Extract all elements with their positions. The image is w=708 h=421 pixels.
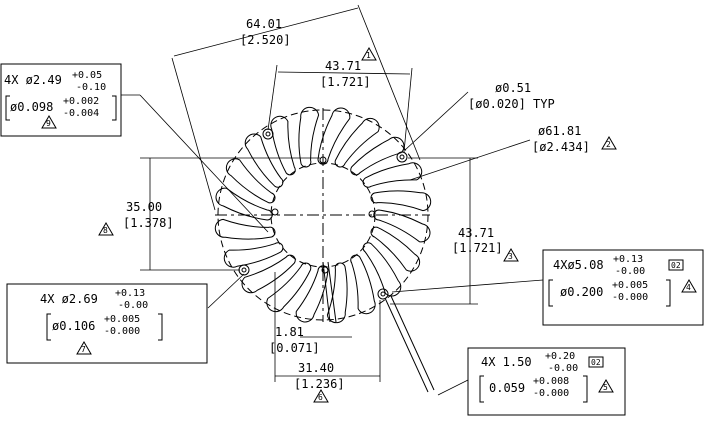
- winding-loop: [223, 242, 284, 268]
- note-tag: 6: [318, 393, 323, 402]
- winding-loop: [295, 265, 329, 323]
- dimension-pin-diameter: ø0.51 [ø0.020] TYP: [468, 81, 555, 111]
- dim-value: 35.00: [126, 200, 162, 214]
- dim-value: 64.01: [246, 17, 282, 31]
- dimension-43-71-right: 43.71 [1.721] 3: [452, 226, 519, 262]
- callout-line2: ø0.106: [52, 319, 95, 333]
- tol-lower: -0.00: [615, 266, 645, 277]
- dimension-31-40: 31.40 [1.236] 6: [294, 361, 345, 403]
- winding-loop: [334, 117, 380, 168]
- tol-upper: +0.20: [545, 351, 575, 362]
- note-tag: 5: [603, 383, 608, 392]
- tol-upper: +0.005: [104, 314, 140, 325]
- winding-loop: [326, 262, 348, 324]
- callout-5: 4X 1.50 +0.20 -0.00 02 0.059 +0.008 -0.0…: [467, 347, 626, 416]
- tol-upper: +0.13: [115, 288, 145, 299]
- winding-loop: [350, 136, 405, 176]
- callout-line2: 0.059: [489, 381, 525, 395]
- note-tag: 2: [606, 140, 611, 149]
- winding-loop: [362, 242, 402, 297]
- tol-upper: +0.008: [533, 376, 569, 387]
- callout-line1: 4Xø5.08: [553, 258, 604, 272]
- dimension-64-01: 64.01 [2.520] 1: [240, 17, 377, 61]
- tol-upper: +0.002: [63, 96, 99, 107]
- dim-value-inch: [1.378]: [123, 216, 174, 230]
- callout-line2: ø0.098: [10, 100, 53, 114]
- note-tag: 3: [508, 252, 513, 261]
- ref-box: 02: [591, 358, 601, 367]
- callout-line1: 4X ø2.49: [4, 73, 62, 87]
- dim-value-inch: [2.520]: [240, 33, 291, 47]
- pin-bottom-left: [238, 264, 250, 276]
- winding-loop: [350, 254, 376, 315]
- tol-lower: -0.004: [63, 108, 99, 119]
- dim-value-inch: [ø2.434]: [532, 140, 590, 154]
- dim-value-inch: [0.071]: [269, 341, 320, 355]
- toroid-core: [214, 106, 432, 324]
- winding-loop: [373, 209, 431, 243]
- callout-line2: ø0.200: [560, 285, 603, 299]
- winding-loop: [266, 262, 312, 313]
- dimension-35-00: 35.00 [1.378] 8: [98, 200, 174, 236]
- dim-value: 43.71: [325, 59, 361, 73]
- dim-value: ø0.51: [495, 81, 531, 95]
- winding-loop: [270, 115, 296, 176]
- winding-loop: [215, 187, 273, 221]
- winding-loop: [362, 162, 423, 188]
- tol-lower: -0.000: [104, 326, 140, 337]
- pin-top-right: [396, 151, 408, 163]
- note-tag: 1: [366, 51, 371, 60]
- note-tag: 8: [103, 226, 108, 235]
- dim-value: ø61.81: [538, 124, 581, 138]
- winding-loop: [370, 190, 432, 212]
- dim-value: 1.81: [275, 325, 304, 339]
- dim-value-inch: [1.236]: [294, 377, 345, 391]
- callout-9: 4X ø2.49 +0.05 -0.10 ø0.098 +0.002 -0.00…: [0, 63, 122, 137]
- tol-upper: +0.005: [612, 280, 648, 291]
- note-tag: 7: [81, 345, 86, 354]
- dimension-43-71-top: 43.71 [1.721]: [320, 59, 371, 89]
- winding-loop: [298, 106, 320, 168]
- winding-loop: [241, 254, 296, 294]
- pin-top-left: [262, 128, 274, 140]
- winding-loop: [214, 218, 276, 240]
- pin-bottom-right: [377, 288, 389, 300]
- tol-lower: -0.10: [76, 82, 106, 93]
- dimension-61-81: ø61.81 [ø2.434] 2: [532, 124, 617, 154]
- tol-upper: +0.13: [613, 254, 643, 265]
- dim-value-inch: [1.721]: [452, 241, 503, 255]
- dim-value: 43.71: [458, 226, 494, 240]
- tol-upper: +0.05: [72, 70, 102, 81]
- winding-loop: [225, 158, 276, 204]
- winding-loops: [214, 106, 432, 324]
- note-tag: 4: [686, 283, 691, 292]
- winding-loop: [370, 226, 421, 272]
- note-tag: 9: [46, 119, 51, 128]
- dimension-1-81: 1.81 [0.071]: [269, 325, 320, 355]
- dimension-lines: [120, 4, 544, 396]
- winding-loop: [317, 107, 351, 165]
- tol-lower: -0.000: [533, 388, 569, 399]
- ref-box: 02: [671, 261, 681, 270]
- callout-line1: 4X ø2.69: [40, 292, 98, 306]
- callout-7: 4X ø2.69 +0.13 -0.00 ø0.106 +0.005 -0.00…: [6, 283, 208, 364]
- callout-line1: 4X 1.50: [481, 355, 532, 369]
- callout-4: 4Xø5.08 +0.13 -0.00 02 ø0.200 +0.005 -0.…: [542, 249, 704, 326]
- tol-lower: -0.000: [612, 292, 648, 303]
- dim-value-inch: [ø0.020] TYP: [468, 97, 555, 111]
- tol-lower: -0.00: [548, 363, 578, 374]
- dim-value: 31.40: [298, 361, 334, 375]
- dim-value-inch: [1.721]: [320, 75, 371, 89]
- winding-loop: [244, 133, 284, 188]
- tol-lower: -0.00: [118, 300, 148, 311]
